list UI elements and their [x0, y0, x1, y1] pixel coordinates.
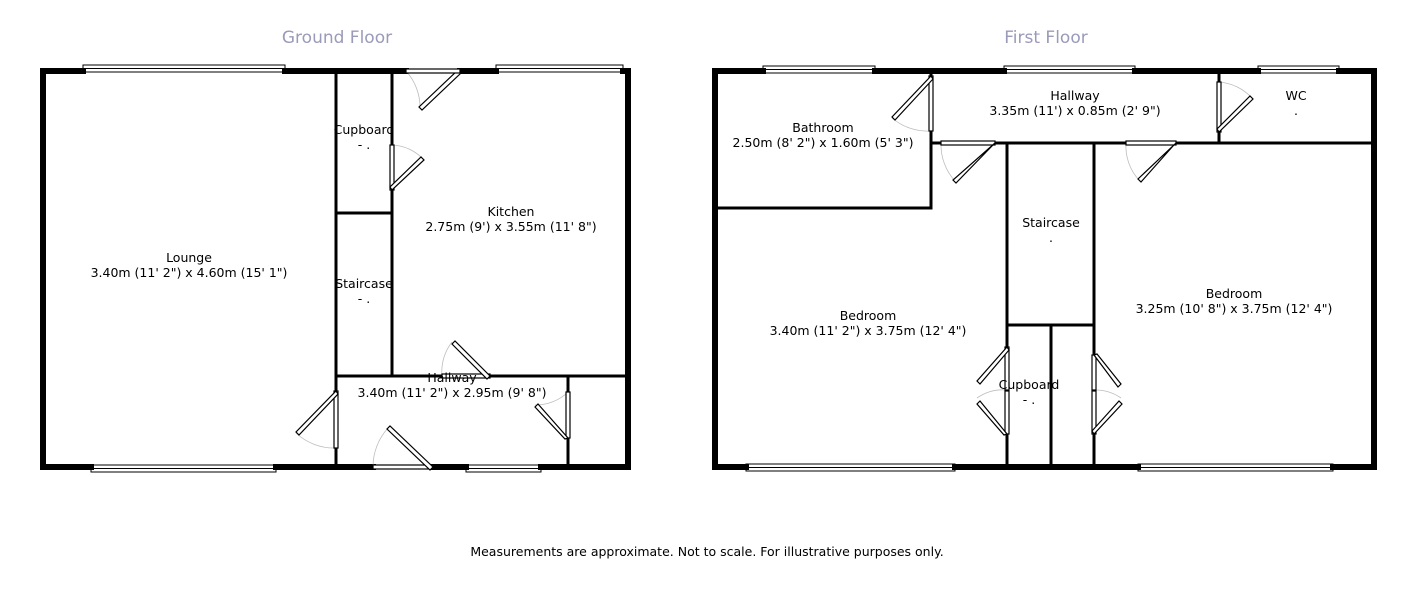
door [1216, 81, 1254, 133]
room-dims-wc: . [1294, 103, 1298, 118]
window [1257, 65, 1340, 74]
room-name-lounge: Lounge [166, 250, 212, 265]
ground-floor-title: Ground Floor [282, 28, 392, 48]
room-name-hallway: Hallway [427, 370, 477, 385]
door [534, 391, 571, 440]
room-name-kitchen: Kitchen [488, 204, 535, 219]
room-name-staircase: Staircase [335, 276, 393, 291]
room-dims-staircase-first: . [1049, 230, 1053, 245]
door [372, 425, 434, 471]
room-dims-staircase: - . [358, 291, 370, 306]
first-floor-plan: First Floor [712, 28, 1377, 472]
room-name-cupboard: Cupboard [334, 122, 395, 137]
door [940, 140, 996, 184]
ground-floor-windows [82, 64, 624, 473]
room-dims-bathroom: 2.50m (8' 2") x 1.60m (5' 3") [733, 135, 914, 150]
room-name-bedroom-1: Bedroom [840, 308, 897, 323]
window [1137, 463, 1334, 472]
room-name-hallway-first: Hallway [1050, 88, 1100, 103]
first-floor-outer-walls [712, 68, 1377, 470]
door [295, 390, 339, 449]
room-dims-bedroom-1: 3.40m (11' 2") x 3.75m (12' 4") [770, 323, 967, 338]
window [1003, 65, 1136, 74]
room-dims-lounge: 3.40m (11' 2") x 4.60m (15' 1") [91, 265, 288, 280]
window [762, 65, 876, 74]
ground-floor-room-labels: Lounge 3.40m (11' 2") x 4.60m (15' 1") C… [91, 122, 597, 400]
ground-floor-doors [295, 68, 571, 471]
room-dims-hallway: 3.40m (11' 2") x 2.95m (9' 8") [358, 385, 547, 400]
room-dims-bedroom-2: 3.25m (10' 8") x 3.75m (12' 4") [1136, 301, 1333, 316]
room-name-staircase-first: Staircase [1022, 215, 1080, 230]
window [745, 463, 956, 472]
ground-floor-plan: Ground Floor [40, 28, 631, 473]
door [1091, 353, 1123, 435]
room-name-wc: WC [1285, 88, 1306, 103]
room-dims-kitchen: 2.75m (9') x 3.55m (11' 8") [425, 219, 596, 234]
door [441, 340, 491, 380]
door [405, 68, 462, 111]
disclaimer-note: Measurements are approximate. Not to sca… [470, 544, 943, 559]
window [90, 464, 277, 473]
room-dims-hallway-first: 3.35m (11') x 0.85m (2' 9") [989, 103, 1160, 118]
door [891, 75, 934, 132]
first-floor-room-labels: Bathroom 2.50m (8' 2") x 1.60m (5' 3") H… [733, 88, 1333, 407]
room-dims-cupboard-first: - . [1023, 392, 1035, 407]
window [495, 64, 624, 73]
room-name-bathroom: Bathroom [792, 120, 853, 135]
door [976, 346, 1010, 436]
window [465, 464, 542, 473]
door [389, 144, 425, 191]
ground-floor-interior-walls [334, 72, 627, 466]
window [82, 64, 286, 73]
room-name-bedroom-2: Bedroom [1206, 286, 1263, 301]
door [1125, 140, 1177, 183]
room-dims-cupboard: - . [358, 137, 370, 152]
room-name-cupboard-first: Cupboard [999, 377, 1060, 392]
first-floor-title: First Floor [1004, 28, 1087, 48]
first-floor-interior-walls [716, 72, 1373, 466]
ground-floor-outer-walls [40, 68, 631, 470]
first-floor-doors [891, 75, 1254, 436]
